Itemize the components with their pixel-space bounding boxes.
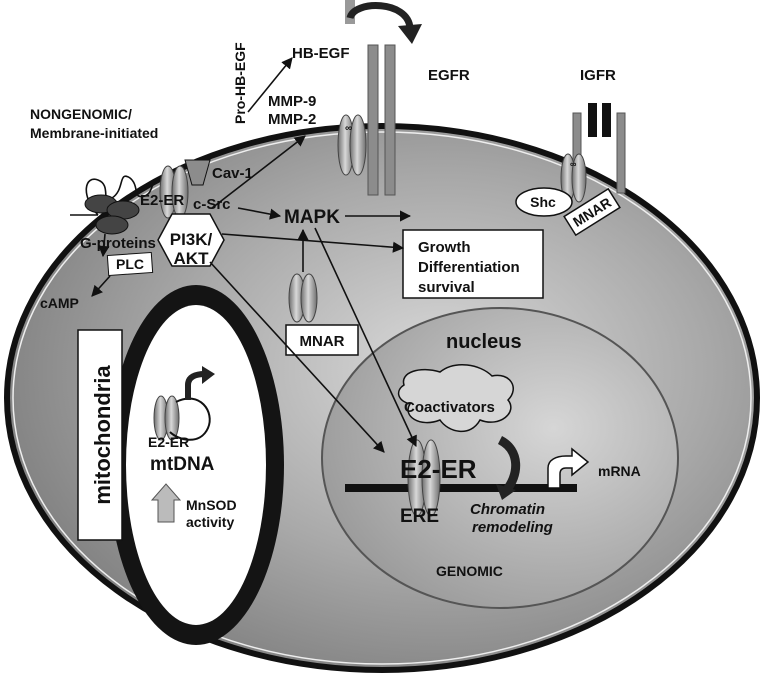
mitochondria-inner <box>126 305 266 625</box>
mmp2-label: MMP-2 <box>268 111 316 128</box>
membrane-initiated-label: Membrane-initiated <box>30 125 158 141</box>
er-mitochondria <box>153 395 180 441</box>
plc-label: PLC <box>116 256 144 272</box>
mtdna-loop <box>169 397 211 441</box>
cav1-shape <box>184 159 211 186</box>
csrc-label: c-Src <box>193 196 231 213</box>
plc-box <box>106 251 154 277</box>
survival-label: survival <box>418 279 475 296</box>
pro-hb-egf-label: Pro-HB-EGF <box>232 42 248 124</box>
arrow-akt-growth <box>221 233 405 253</box>
differentiation-label: Differentiation <box>418 259 520 276</box>
mnar-receptor-box <box>563 187 621 237</box>
mnar-cyto-box <box>285 324 359 356</box>
mrna-label: mRNA <box>598 463 641 479</box>
svg-text:∞: ∞ <box>570 159 577 169</box>
growth-label: Growth <box>418 239 471 256</box>
ere-label: ERE <box>400 506 439 527</box>
gproteins-label: G-proteins <box>80 235 156 252</box>
e2er-nuclear-label: E2-ER <box>400 454 477 484</box>
mrna-arrow <box>547 447 590 489</box>
egfr-receptor-right <box>384 44 396 196</box>
arrow-plc-camp <box>91 275 111 297</box>
coactivators-label: Coactivators <box>404 399 495 416</box>
er-nuclear <box>407 439 441 517</box>
er-cytoplasm <box>288 273 318 323</box>
mapk-label: MAPK <box>284 207 340 228</box>
mtdna-label: mtDNA <box>150 454 215 475</box>
svg-text:∞: ∞ <box>345 123 352 134</box>
shc-oval <box>515 187 573 217</box>
mnar-cyto-label: MNAR <box>300 333 345 350</box>
pi3k-hexagon <box>157 213 225 267</box>
mitochondria-label: mitochondria <box>90 365 115 505</box>
hb-egf-label: HB-EGF <box>292 45 350 62</box>
er-igfr: ∞ <box>560 153 587 203</box>
nongenomic-label: NONGENOMIC/ <box>30 106 132 122</box>
mitochondria-label-box <box>77 329 123 541</box>
arrow-mmp <box>211 135 306 209</box>
chromatin-label: Chromatin <box>470 501 545 518</box>
e2er-membrane-label: E2-ER <box>140 192 184 209</box>
coactivators-cloud <box>397 364 514 432</box>
arrow-src-mapk <box>237 207 282 220</box>
mmp9-label: MMP-9 <box>268 93 316 110</box>
cav1-label: Cav-1 <box>212 165 253 182</box>
egfr-ligand-arrow <box>346 2 414 29</box>
arrow-gprot-plc <box>98 233 110 258</box>
gpcr-helices <box>70 175 163 216</box>
dna-strand <box>345 484 577 492</box>
nucleus-label: nucleus <box>446 331 522 353</box>
genomic-label: GENOMIC <box>436 563 503 579</box>
arrow-prohbegf <box>247 57 293 113</box>
mtdna-transcription-arrow <box>185 371 206 400</box>
igfr-ligand <box>588 103 597 137</box>
e2er-mito-label: E2-ER <box>148 434 189 450</box>
egfr-label: EGFR <box>428 67 470 84</box>
akt-label: AKT <box>174 249 210 268</box>
egfr-receptor-left <box>367 44 379 196</box>
mnsod-label: MnSOD <box>186 497 237 513</box>
pi3k-label: PI3K/ <box>170 230 213 249</box>
igfr-label: IGFR <box>580 67 616 84</box>
activity-label: activity <box>186 514 234 530</box>
chromatin-remodeling-arrow <box>497 435 521 495</box>
g-protein-3 <box>95 215 129 235</box>
arrow-mapk-ere <box>314 227 417 448</box>
mnsod-up-arrow <box>150 483 182 523</box>
camp-label: cAMP <box>40 295 79 311</box>
remodeling-label: remodeling <box>472 519 553 536</box>
er-egfr: ∞ <box>337 114 367 176</box>
arrow-akt-ere <box>209 261 385 453</box>
shc-label: Shc <box>530 194 556 210</box>
growth-box <box>402 229 544 299</box>
cell-membrane-inner <box>12 131 752 665</box>
igfr-receptor-right <box>616 112 626 194</box>
